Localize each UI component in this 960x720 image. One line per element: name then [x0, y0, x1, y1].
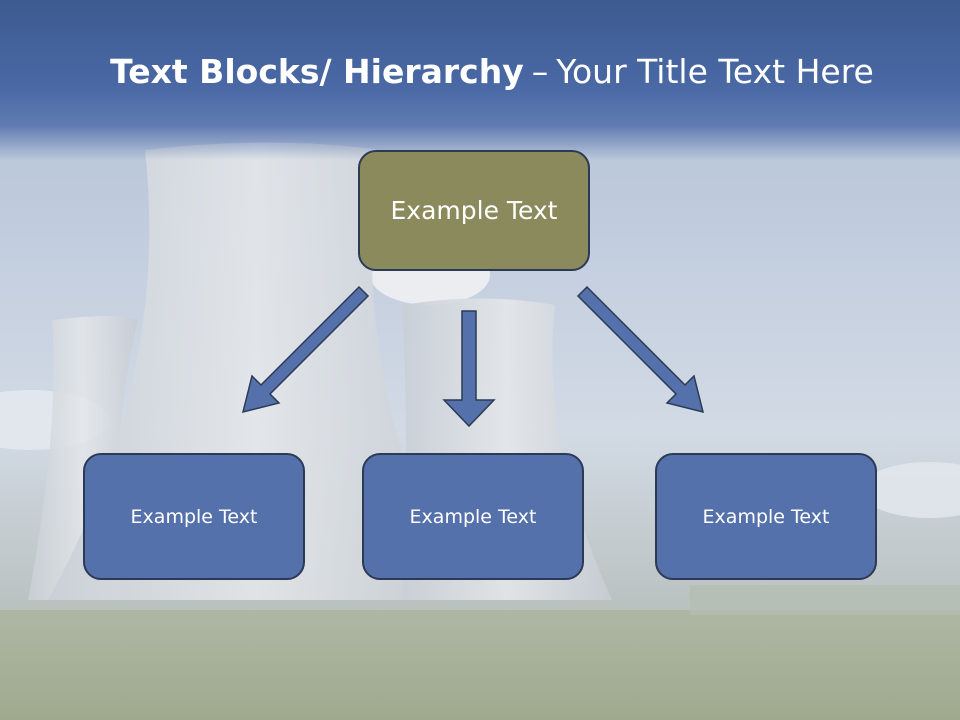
cloud — [860, 462, 960, 518]
child-node-center: Example Text — [362, 453, 584, 580]
treeline — [690, 585, 960, 615]
root-node: Example Text — [358, 150, 590, 271]
root-node-label: Example Text — [390, 196, 558, 225]
arrow-left — [241, 285, 370, 414]
arrow-down — [442, 310, 496, 428]
child-node-label: Example Text — [130, 505, 258, 528]
title-regular: Your Title Text Here — [556, 52, 874, 91]
title-band — [0, 0, 960, 160]
slide-title: Text Blocks/ Hierarchy–Your Title Text H… — [0, 52, 960, 91]
child-node-left: Example Text — [83, 453, 305, 580]
title-bold: Text Blocks/ Hierarchy — [110, 52, 524, 91]
child-node-label: Example Text — [702, 505, 830, 528]
child-node-label: Example Text — [409, 505, 537, 528]
arrow-right — [576, 285, 705, 414]
child-node-right: Example Text — [655, 453, 877, 580]
grass-field — [0, 610, 960, 720]
title-separator: – — [531, 52, 549, 91]
